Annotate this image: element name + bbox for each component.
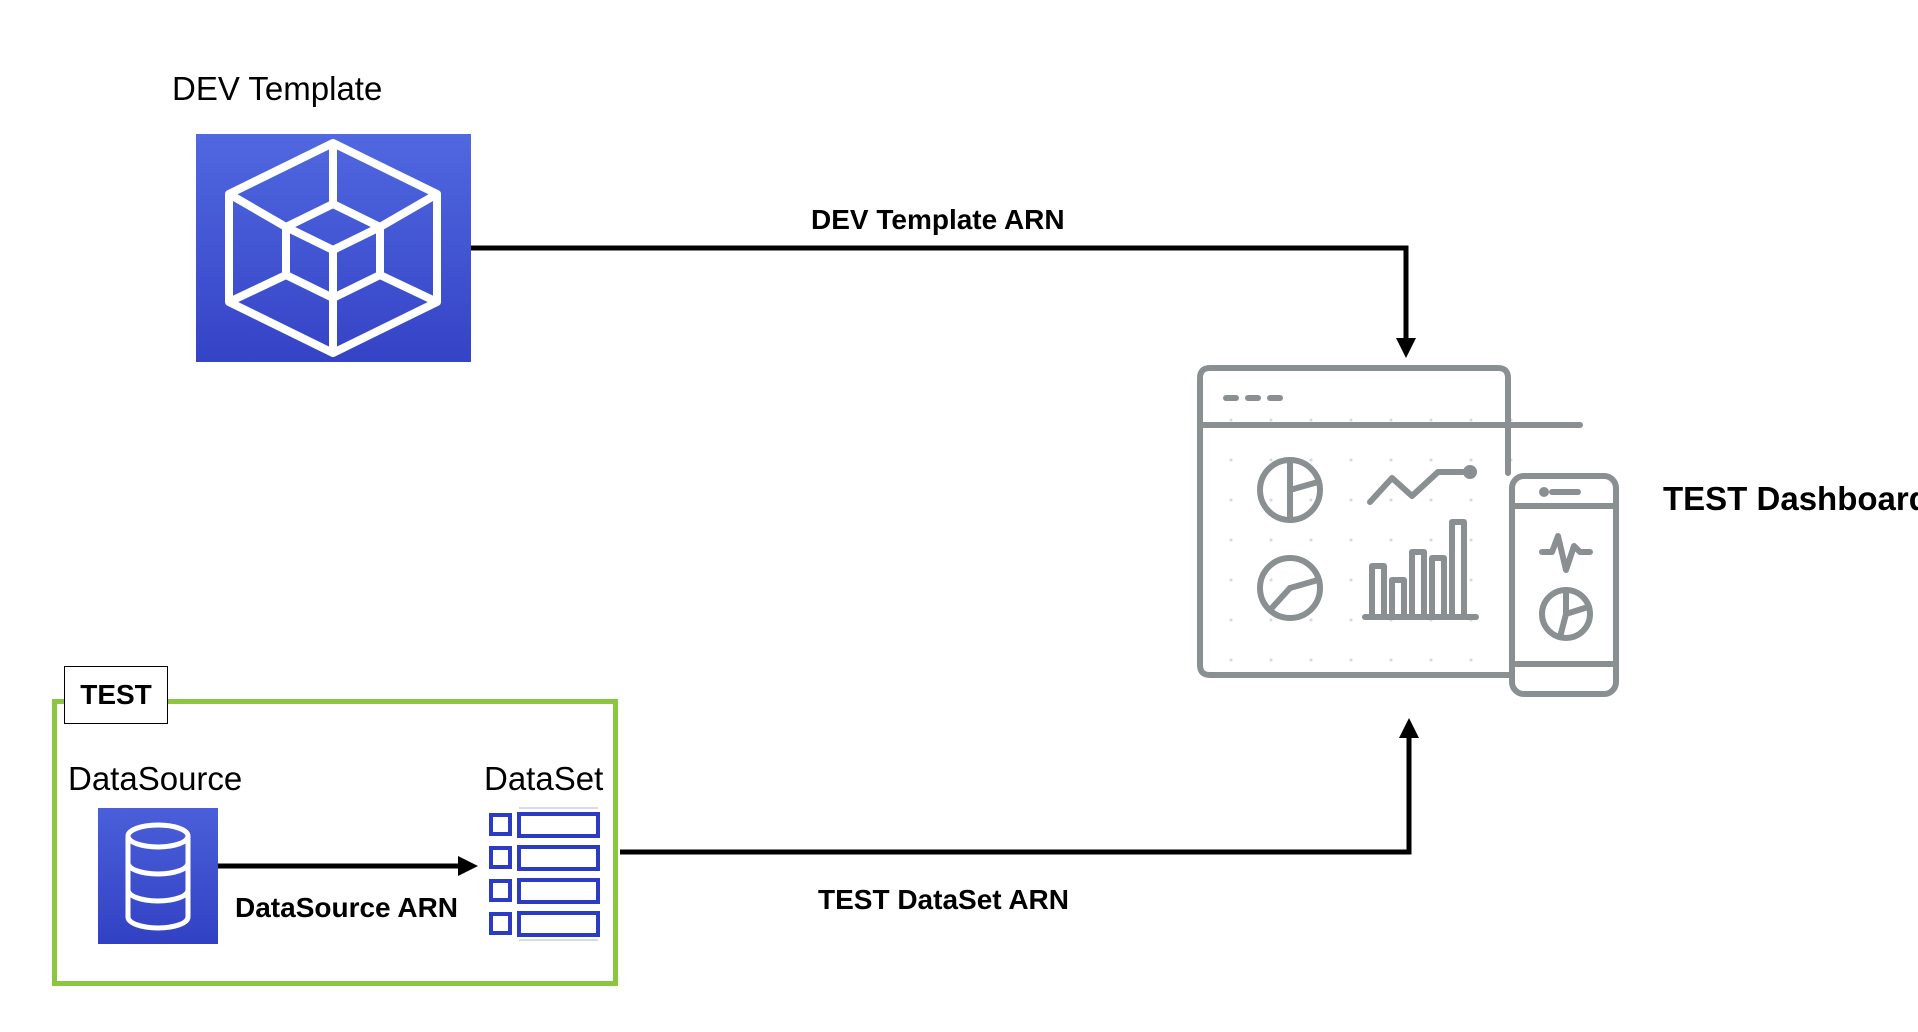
dashboard-with-mobile-icon[interactable] xyxy=(1197,365,1619,697)
database-icon[interactable] xyxy=(98,808,218,944)
cube-in-hexagon-icon[interactable] xyxy=(196,134,471,362)
table-list-icon[interactable] xyxy=(489,807,600,941)
test-group-label: TEST xyxy=(64,666,168,724)
edge-dev-template-arn xyxy=(470,245,1416,358)
datasource-arn-label: DataSource ARN xyxy=(235,892,459,923)
dev-template-label: DEV Template xyxy=(172,70,383,107)
test-dashboard-label: TEST Dashboard xyxy=(1663,480,1918,517)
edge-datasource-arn xyxy=(218,856,478,876)
edge-test-dataset-arn xyxy=(620,718,1419,855)
datasource-label: DataSource xyxy=(68,760,243,797)
dev-template-arn-label: DEV Template ARN xyxy=(811,204,1065,235)
dataset-label: DataSet xyxy=(484,760,604,797)
test-dataset-arn-label: TEST DataSet ARN xyxy=(818,884,1070,915)
test-group-box xyxy=(52,699,618,986)
